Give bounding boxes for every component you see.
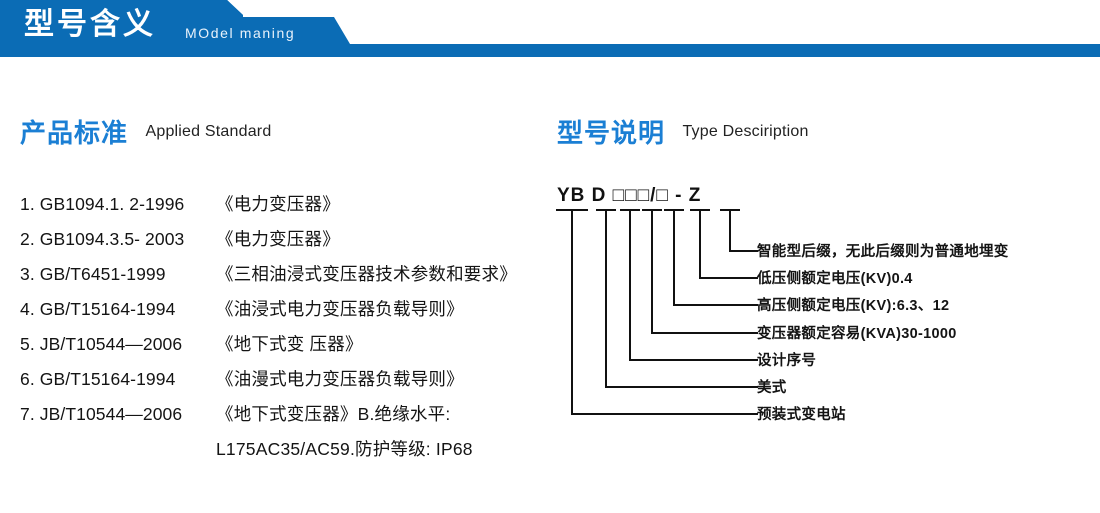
standard-code: 4. GB/T15164-1994	[20, 299, 176, 319]
banner-background-shape	[0, 0, 1100, 57]
standard-code: 3. GB/T6451-1999	[20, 264, 166, 284]
type-label: 变压器额定容易(KVA)30-1000	[757, 325, 957, 342]
list-item: 6. GB/T15164-1994 《油漫式电力变压器负载导则》	[20, 366, 540, 401]
type-label: 预装式变电站	[757, 407, 846, 424]
applied-standards-list: 1. GB1094.1. 2-1996 《电力变压器》 2. GB1094.3.…	[20, 191, 540, 471]
standard-name: L175AC35/AC59.防护等级: IP68	[216, 439, 473, 459]
section-heading-en-right: Type Desciription	[682, 122, 809, 140]
banner-title-en: MOdel maning	[185, 25, 296, 41]
list-item: 4. GB/T15164-1994 《油浸式电力变压器负载导则》	[20, 296, 540, 331]
section-heading-type-description: 型号说明 Type Desciription	[557, 113, 809, 150]
standard-name: 《三相油浸式变压器技术参数和要求》	[216, 264, 517, 284]
list-item: 5. JB/T10544—2006 《地下式变 压器》	[20, 331, 540, 366]
list-item: 7. JB/T10544—2006 《地下式变压器》B.绝缘水平:	[20, 401, 540, 436]
standard-code: 5. JB/T10544—2006	[20, 334, 183, 354]
list-item: 1. GB1094.1. 2-1996 《电力变压器》	[20, 191, 540, 226]
list-item: 2. GB1094.3.5- 2003 《电力变压器》	[20, 226, 540, 261]
standard-name: 《地下式变 压器》	[216, 334, 363, 354]
standard-name: 《地下式变压器》B.绝缘水平:	[216, 404, 451, 424]
list-item: 3. GB/T6451-1999 《三相油浸式变压器技术参数和要求》	[20, 261, 540, 296]
type-label: 美式	[757, 380, 787, 397]
type-code-diagram: YB D □□□/□ - Z	[545, 185, 1090, 440]
section-heading-cn-left: 产品标准	[20, 118, 129, 148]
standard-code: 6. GB/T15164-1994	[20, 369, 176, 389]
section-heading-cn-right: 型号说明	[557, 118, 666, 148]
standard-name: 《油漫式电力变压器负载导则》	[216, 369, 464, 389]
section-heading-applied-standard: 产品标准 Applied Standard	[20, 113, 271, 150]
type-code-label-list: 智能型后缀，无此后缀则为普通地埋变 低压侧额定电压(KV)0.4 高压侧额定电压…	[757, 237, 1092, 427]
type-label: 智能型后缀，无此后缀则为普通地埋变	[757, 244, 1009, 261]
list-item-continuation: L175AC35/AC59.防护等级: IP68	[20, 436, 540, 471]
standard-name: 《油浸式电力变压器负载导则》	[216, 299, 464, 319]
standard-name: 《电力变压器》	[216, 229, 340, 249]
type-label: 高压侧额定电压(KV):6.3、12	[757, 298, 950, 315]
type-label: 设计序号	[757, 352, 817, 369]
page-header-banner: 型号含义 MOdel maning	[0, 0, 1100, 57]
section-heading-en-left: Applied Standard	[145, 122, 272, 140]
standard-code: 7. JB/T10544—2006	[20, 404, 183, 424]
standard-code: 1. GB1094.1. 2-1996	[20, 194, 185, 214]
leader-lines	[556, 209, 758, 415]
type-code-string: YB D □□□/□ - Z	[557, 185, 702, 206]
standard-name: 《电力变压器》	[216, 194, 340, 214]
standard-code: 2. GB1094.3.5- 2003	[20, 229, 185, 249]
type-label: 低压侧额定电压(KV)0.4	[757, 271, 913, 288]
banner-title-cn: 型号含义	[24, 8, 156, 41]
